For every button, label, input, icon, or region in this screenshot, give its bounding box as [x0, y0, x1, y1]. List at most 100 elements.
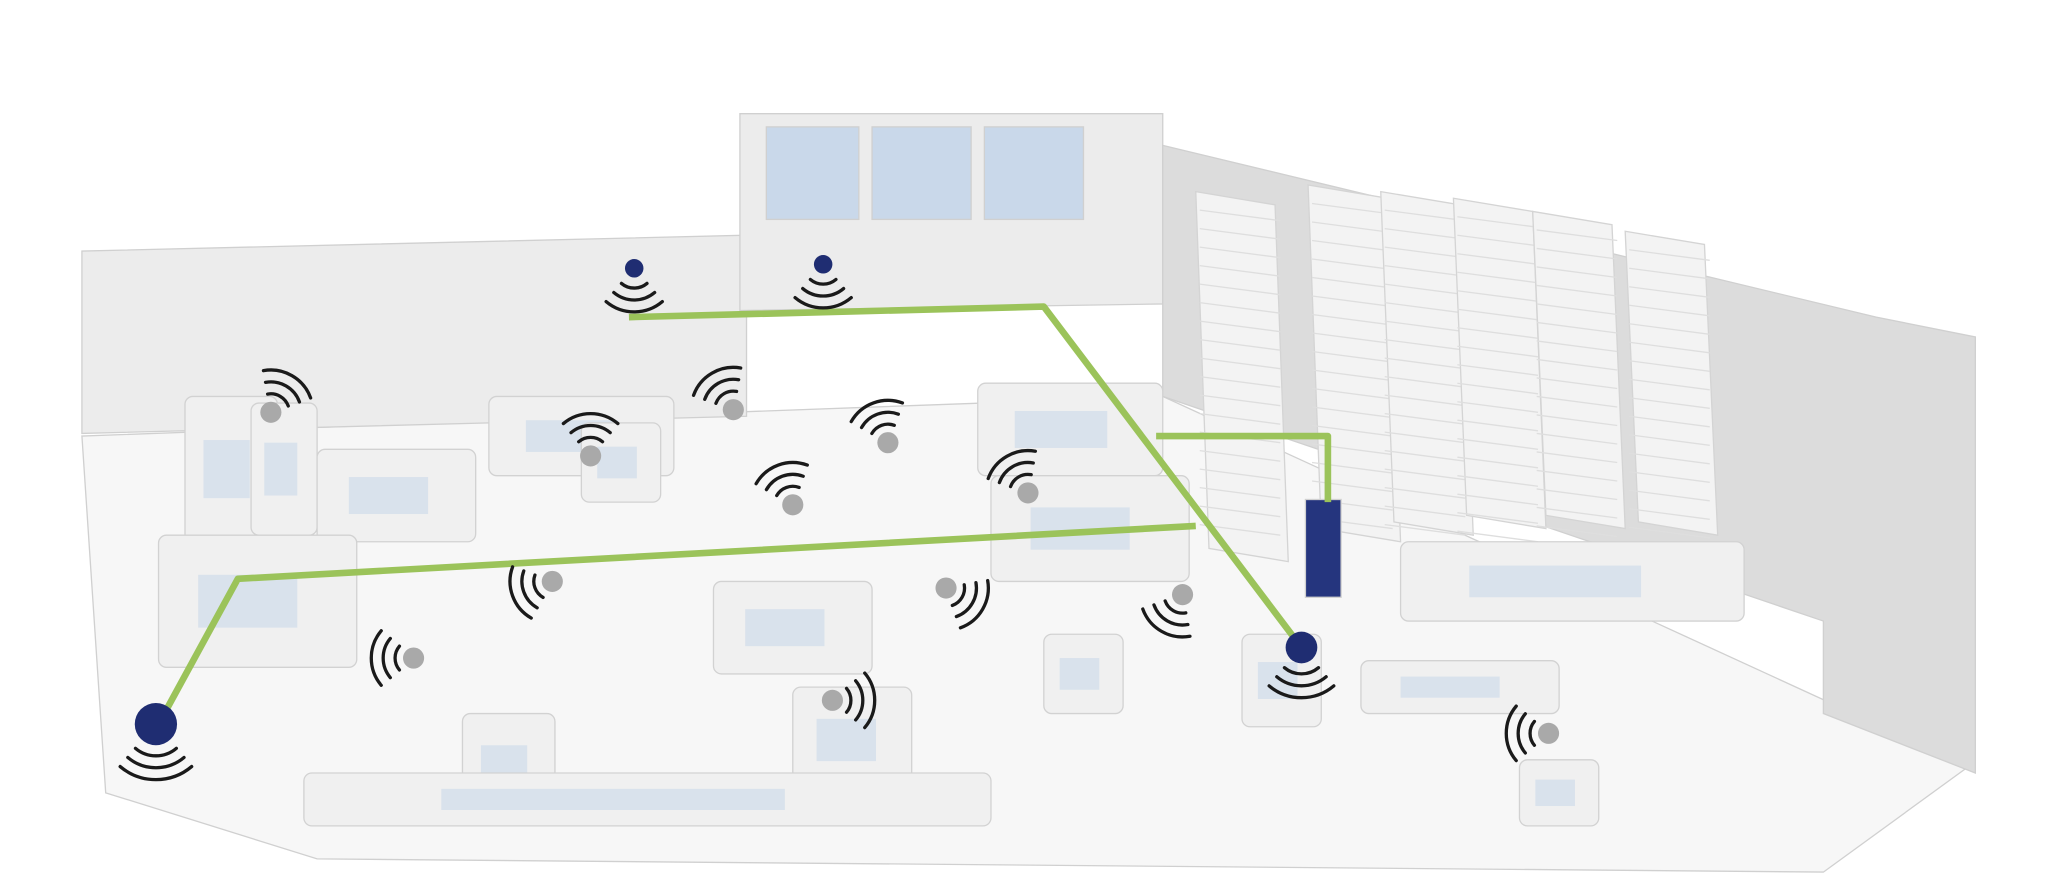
signal-wave: [263, 380, 302, 404]
machine-window: [203, 440, 250, 499]
rack-shelf: [1629, 341, 1710, 354]
rack-shelf: [1199, 246, 1281, 259]
wireless-gateway-icon[interactable]: [793, 255, 853, 310]
rack-shelf: [1536, 247, 1618, 260]
sensor-node: [541, 570, 563, 592]
rack-shelf: [1457, 345, 1539, 358]
signal-wave: [801, 286, 846, 298]
signal-wave: [133, 746, 178, 758]
signal-wave: [986, 449, 1038, 481]
wireless-sensor-icon[interactable]: [1504, 704, 1560, 763]
rack-shelf: [1384, 394, 1466, 407]
sensor-node: [821, 689, 843, 711]
signal-wave: [870, 422, 896, 436]
rack-shelf: [1311, 424, 1393, 437]
rack-shelf: [1311, 258, 1393, 271]
rack-shelf: [1311, 350, 1393, 363]
rack-shelf: [1629, 267, 1710, 280]
rack-shelf: [1629, 323, 1710, 335]
signal-wave: [1008, 472, 1033, 489]
signal-wave: [265, 392, 290, 408]
signal-wave: [520, 569, 539, 610]
signal-wave: [126, 755, 186, 770]
wireless-gateway-icon[interactable]: [118, 702, 194, 782]
signal-wave: [393, 644, 402, 672]
signal-wave: [381, 636, 392, 680]
rack-shelf: [1629, 360, 1710, 372]
signal-wave: [561, 412, 620, 426]
rack-shelf: [1536, 303, 1618, 316]
signal-wave: [1504, 704, 1518, 763]
network-lines: [155, 303, 1332, 726]
rack-shelf: [1457, 456, 1539, 469]
rack-shelf: [1536, 469, 1618, 482]
machine-window: [1469, 565, 1642, 598]
rack-shelf: [1457, 308, 1539, 321]
wireless-sensor-icon[interactable]: [508, 565, 563, 620]
sensor-node: [1017, 482, 1039, 504]
rack-shelf: [1384, 264, 1466, 277]
wireless-sensor-icon[interactable]: [1141, 584, 1194, 639]
production-machines: [157, 382, 1745, 827]
wireless-gateway-icon[interactable]: [604, 259, 664, 314]
storage-rack: [1532, 210, 1626, 530]
rack-shelf: [1199, 264, 1281, 277]
wireless-sensor-icon[interactable]: [821, 671, 877, 730]
machine-window: [1014, 410, 1108, 448]
rack-shelf: [1384, 486, 1466, 499]
wireless-sensor-icon[interactable]: [561, 412, 620, 467]
rack-shelf: [1199, 320, 1281, 333]
signal-wave: [1528, 719, 1537, 747]
signal-wave: [863, 671, 877, 730]
wireless-sensor-icon[interactable]: [691, 365, 744, 421]
office-window: [871, 126, 972, 221]
signal-wave: [997, 460, 1035, 485]
signal-wave: [703, 377, 741, 401]
signal-wave: [619, 281, 649, 290]
left-back-wall: [81, 234, 748, 435]
rack-shelf: [1536, 525, 1618, 538]
rack-shelf: [1536, 432, 1618, 445]
sensor-node: [1171, 584, 1194, 606]
rack-shelf: [1536, 266, 1618, 279]
rack-shelf: [1457, 382, 1539, 395]
wireless-sensor-icon[interactable]: [849, 398, 905, 454]
machine-window: [1535, 779, 1575, 807]
signal-wave: [1275, 675, 1328, 688]
factory-building: [81, 113, 1976, 873]
rack-shelf: [1629, 471, 1710, 483]
rack-shelf: [1536, 395, 1618, 408]
rack-shelf: [1384, 301, 1466, 314]
rack-shelf: [1629, 452, 1710, 465]
wireless-sensor-icon[interactable]: [260, 368, 313, 423]
wireless-gateway-icon[interactable]: [1267, 631, 1336, 700]
rack-shelf: [1199, 412, 1281, 425]
rack-shelf: [1536, 377, 1618, 390]
rack-shelf: [1457, 327, 1539, 339]
signal-wave: [508, 565, 533, 620]
rack-shelf: [1199, 394, 1281, 407]
rack-shelf: [1384, 523, 1466, 536]
rack-shelf: [1384, 338, 1466, 351]
rack-shelf: [1629, 304, 1710, 317]
signal-wave: [764, 472, 805, 492]
rack-shelf: [1536, 321, 1618, 334]
rack-shelf: [1199, 301, 1281, 314]
signal-wave: [577, 435, 605, 444]
network-connection: [1156, 432, 1332, 503]
signal-wave: [569, 423, 612, 435]
rack-shelf: [1536, 451, 1618, 464]
wireless-sensor-icon[interactable]: [754, 460, 809, 516]
wireless-sensor-icon[interactable]: [935, 577, 990, 630]
rack-shelf: [1536, 506, 1618, 519]
rack-shelf: [1384, 375, 1466, 388]
signal-wave: [1152, 603, 1190, 627]
rack-shelf: [1457, 290, 1539, 302]
machine-window: [1400, 676, 1500, 698]
signal-wave: [950, 583, 967, 608]
signal-wave: [714, 389, 739, 406]
rack-shelf: [1384, 320, 1466, 333]
wireless-sensor-icon[interactable]: [369, 629, 425, 687]
wireless-sensor-icon[interactable]: [986, 449, 1039, 504]
